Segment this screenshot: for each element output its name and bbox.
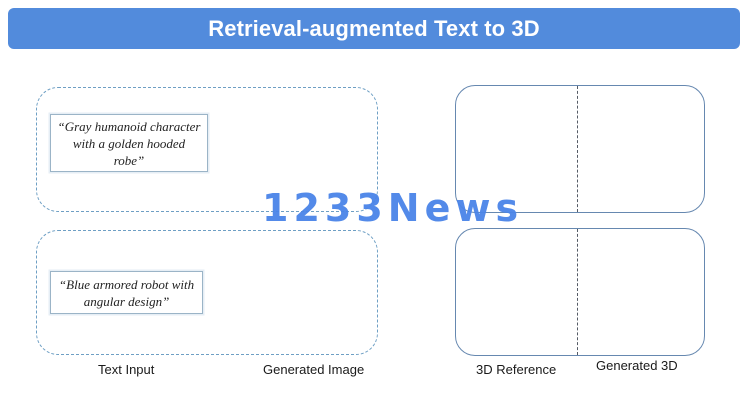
output-divider-1 [577,86,578,212]
output-panel-1 [455,85,705,213]
prompt-text-2: “Blue armored robot with angular design” [58,276,195,309]
diagram-title: Retrieval-augmented Text to 3D [208,15,540,41]
text-input-panel-2: “Blue armored robot with angular design” [36,230,378,355]
label-generated-3d: Generated 3D [596,358,678,373]
text-input-panel-1: “Gray humanoid character with a golden h… [36,87,378,212]
output-panel-2 [455,228,705,356]
title-bar: Retrieval-augmented Text to 3D [8,8,740,49]
prompt-box-2: “Blue armored robot with angular design” [50,271,203,314]
label-generated-image: Generated Image [263,362,365,377]
watermark: 1233News [262,186,524,230]
output-divider-2 [577,229,578,355]
prompt-text-1: “Gray humanoid character with a golden h… [57,118,201,168]
prompt-box-1: “Gray humanoid character with a golden h… [50,114,208,172]
label-text-input: Text Input [98,362,155,377]
label-3d-reference: 3D Reference [476,362,557,377]
